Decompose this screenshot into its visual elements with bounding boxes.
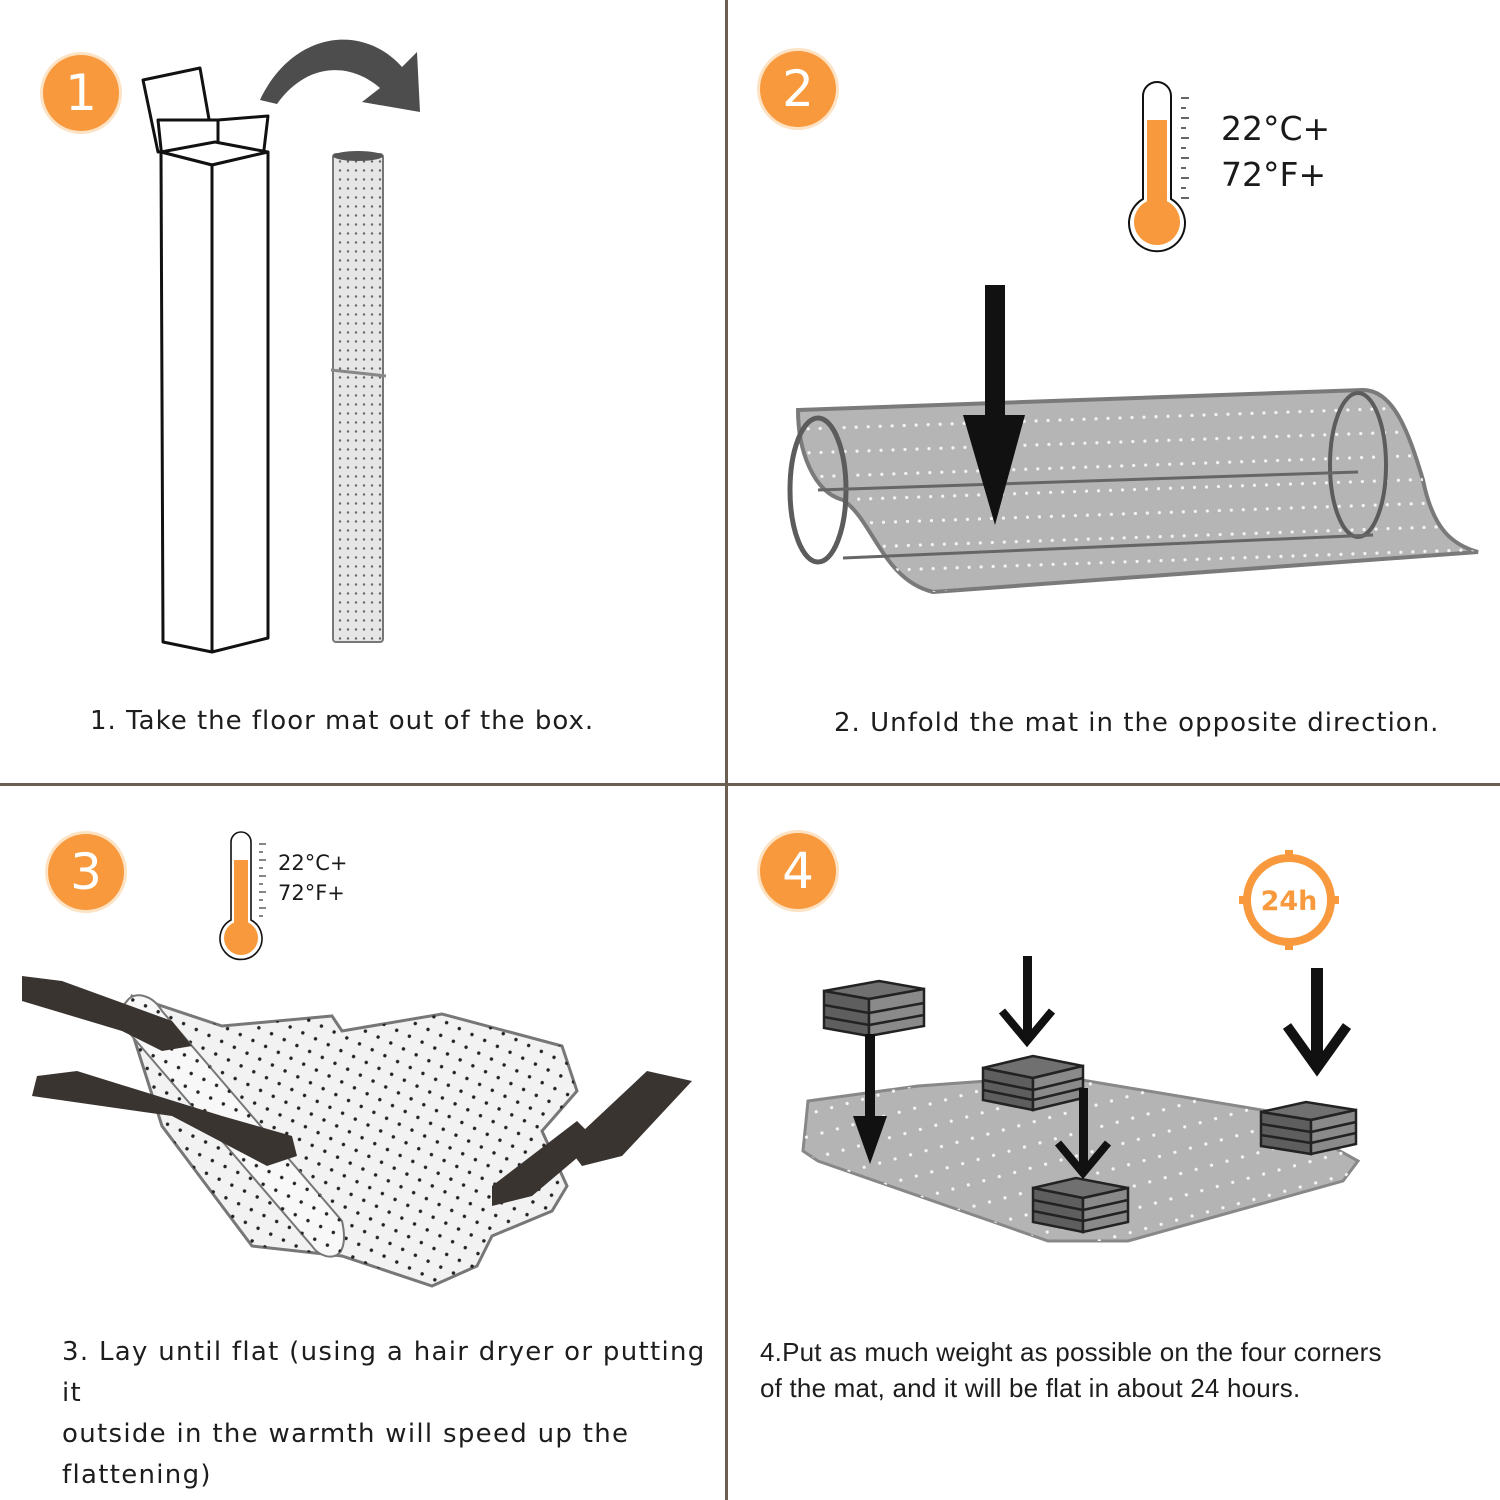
step-2-panel: 2 22°C+ 72°F+ 2. Unfol <box>728 0 1500 783</box>
step-1-panel: 1 1. Take the floor mat out of the box. <box>0 0 725 783</box>
temperature-celsius: 22°C+ <box>1221 109 1331 148</box>
curved-arrow-icon <box>260 39 420 112</box>
unfolding-mat-illustration <box>787 387 1479 595</box>
step-1-badge: 1 <box>43 55 119 131</box>
down-arrow-icon-1 <box>853 1034 887 1164</box>
step-3-panel: 3 22°C+ 72°F+ <box>0 786 725 1500</box>
weight-block-4 <box>1259 1100 1358 1156</box>
step-3-badge: 3 <box>48 834 124 910</box>
weight-block-1 <box>822 979 926 1038</box>
box-illustration <box>141 66 270 654</box>
step-2-badge: 2 <box>760 51 836 127</box>
step-3-caption: 3. Lay until flat (using a hair dryer or… <box>62 1332 722 1496</box>
step-3-caption-line-1: 3. Lay until flat (using a hair dryer or… <box>62 1337 706 1408</box>
flattening-mat-illustration <box>22 976 692 1288</box>
step-3-caption-line-2: outside in the warmth will speed up the … <box>62 1419 630 1490</box>
down-arrow-icon-4 <box>1282 968 1352 1077</box>
temperature-label: 22°C+ 72°F+ <box>1221 106 1330 198</box>
vertical-divider <box>725 0 728 1500</box>
temperature-label-small: 22°C+ 72°F+ <box>278 848 347 908</box>
timer-label: 24h <box>1261 886 1318 917</box>
weight-block-2 <box>981 1054 1085 1112</box>
step-4-panel: 4 24h <box>728 786 1500 1500</box>
step-4-badge: 4 <box>760 833 836 909</box>
step-1-caption: 1. Take the floor mat out of the box. <box>90 706 595 736</box>
down-arrow-icon-3 <box>1054 1088 1112 1180</box>
thermometer-icon <box>1128 81 1189 253</box>
step-4-caption-line-2: of the mat, and it will be flat in about… <box>760 1373 1301 1403</box>
timer-24h-icon: 24h <box>1239 850 1339 950</box>
step-4-caption: 4.Put as much weight as possible on the … <box>760 1334 1460 1406</box>
temperature-fahrenheit-small: 72°F+ <box>278 881 345 905</box>
temperature-celsius-small: 22°C+ <box>278 851 348 875</box>
weight-block-3 <box>1031 1176 1130 1234</box>
down-arrow-icon-2 <box>998 956 1056 1048</box>
step-4-caption-line-1: 4.Put as much weight as possible on the … <box>760 1337 1382 1367</box>
thermometer-icon-small <box>219 831 266 961</box>
step-2-caption: 2. Unfold the mat in the opposite direct… <box>834 708 1440 738</box>
rolled-mat-tube <box>330 151 387 643</box>
down-arrow-icon <box>963 285 1025 525</box>
temperature-fahrenheit: 72°F+ <box>1221 155 1327 194</box>
horizontal-divider <box>0 783 1500 786</box>
